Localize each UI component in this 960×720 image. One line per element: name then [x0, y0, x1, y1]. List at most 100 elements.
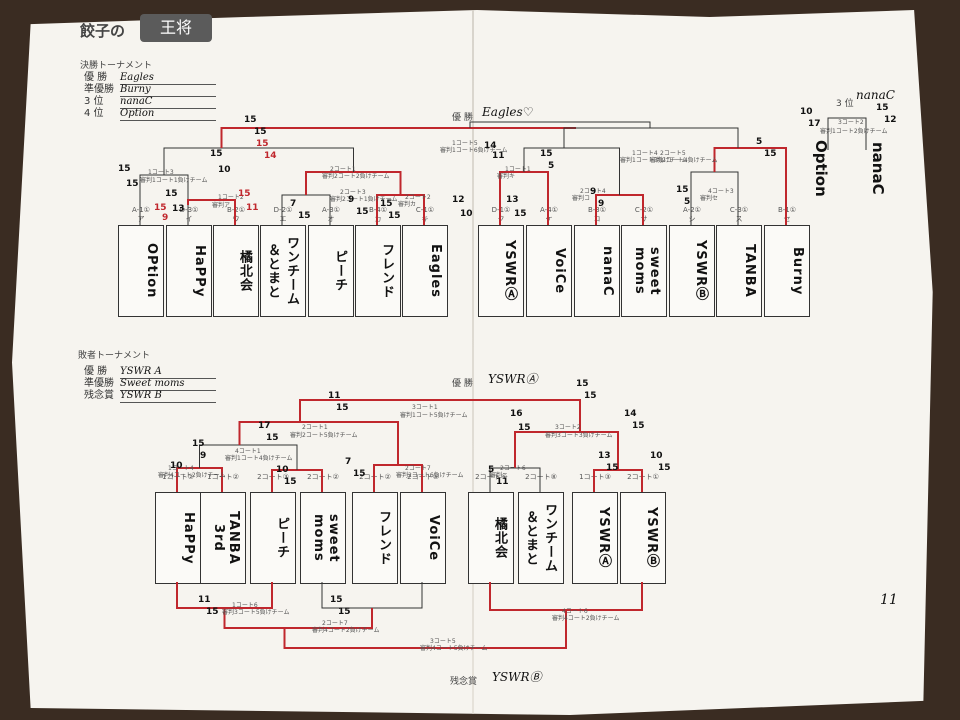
- consolation-score: 15: [658, 463, 671, 473]
- main-score: 15: [118, 164, 131, 174]
- main-team-name: Burny: [790, 246, 805, 296]
- main-score: 14: [484, 141, 497, 151]
- bracket-line: [593, 469, 643, 492]
- main-team-code: A-3① オ: [322, 206, 340, 223]
- main-score: 7: [290, 199, 297, 209]
- main-match-label: 審判2コート1負けチーム: [330, 196, 398, 203]
- main-match-label: 審判2コート4負けチーム: [650, 157, 718, 164]
- main-match-label: 審判2コート2負けチーム: [322, 173, 390, 180]
- main-score: 5: [548, 161, 555, 171]
- main-team-box: C-3① ス TANBA: [716, 206, 762, 317]
- main-score: 12: [452, 195, 465, 205]
- final-sub: 審判1コート6負けチーム: [440, 147, 508, 154]
- bracket-line: [563, 127, 739, 148]
- main-team-code: C-3① ス: [729, 206, 749, 223]
- main-score: 15: [514, 209, 527, 219]
- main-score: 13: [172, 204, 185, 214]
- main-score: 15: [764, 149, 777, 159]
- main-champion-label: 優 勝: [452, 113, 473, 123]
- main-match-label: 2コート4: [580, 188, 606, 195]
- consolation-team-name: YSWRⒷ: [644, 507, 659, 569]
- bracket-line: [523, 147, 620, 195]
- consolation-heading: 敗者トーナメント: [78, 351, 151, 361]
- consolation-team-name: HaPPy: [181, 511, 196, 565]
- bracket-line: [713, 147, 787, 225]
- main-score: 9: [348, 195, 355, 205]
- bracket-line: [187, 199, 236, 225]
- consolation-team-name: フレンド: [376, 510, 391, 566]
- main-match-label: 1コート4: [632, 150, 658, 157]
- main-score: 15: [256, 139, 269, 149]
- main-team-name: ワンチーム＆とまと: [265, 236, 299, 306]
- consolation-match-label: 3コート1: [412, 404, 438, 411]
- third-place-label: 3 位: [836, 99, 854, 109]
- main-match-label: 4コート3: [708, 188, 734, 195]
- booby-label: 残念賞: [450, 677, 478, 687]
- consolation-match-label: 1コート6: [232, 602, 258, 609]
- consolation-score: 15: [192, 439, 205, 449]
- consolation-score: 10: [170, 461, 183, 471]
- consolation-team-name: YSWRⒶ: [596, 507, 611, 569]
- consolation-score: 13: [598, 451, 611, 461]
- bracket-line: [223, 608, 373, 629]
- main-team-name: Eagles: [428, 244, 443, 298]
- consolation-match-label: 2コート1: [302, 424, 328, 431]
- consolation-match-label: 審判2コート6負けチーム: [396, 472, 464, 479]
- main-score: 15: [154, 203, 167, 213]
- bracket-line: [238, 421, 399, 465]
- main-score: 13: [506, 195, 519, 205]
- main-score: 15: [380, 199, 393, 209]
- main-team-name: nanaC: [600, 245, 615, 297]
- consolation-score: 17: [258, 421, 271, 431]
- consolation-team-name: ワンチーム＆とまと: [523, 503, 557, 573]
- consolation-champion-name: YSWRⒶ: [488, 372, 538, 386]
- main-score: 15: [244, 115, 257, 125]
- main-score: 17: [808, 119, 821, 129]
- main-match-label: 審判ア: [212, 202, 231, 209]
- main-team-name: sweet moms: [632, 246, 662, 296]
- main-team-code: D-2① エ: [273, 206, 293, 223]
- main-team-name: OPtion: [144, 243, 159, 299]
- consolation-match-label: 審判4コート2負けチーム: [312, 627, 380, 634]
- main-score: 5: [756, 137, 763, 147]
- consolation-score: 7: [345, 457, 352, 467]
- consolation-team-name: 橘北会: [492, 517, 507, 559]
- consolation-match-label: 4コート6: [562, 608, 588, 615]
- logo: 王将: [140, 14, 212, 42]
- main-team-name: TANBA: [742, 244, 757, 298]
- main-team-code: A-1① ア: [132, 206, 150, 223]
- consolation-score: 14: [624, 409, 637, 419]
- main-match-label: 1コート1: [505, 166, 531, 173]
- main-score: 15: [876, 103, 889, 113]
- main-team-name: フレンド: [379, 243, 394, 299]
- consolation-match-label: 3コート2: [555, 424, 581, 431]
- main-team-box: D-2① エワンチーム＆とまと: [260, 206, 306, 317]
- bracket-line: [283, 610, 567, 649]
- consolation-score: 11: [328, 391, 341, 401]
- third-match-label: 3コート2: [838, 119, 864, 126]
- main-score: 14: [264, 151, 277, 161]
- main-match-label: 2コート3: [340, 189, 366, 196]
- bracket-line: [299, 399, 581, 432]
- bracket-line: [220, 127, 576, 148]
- consolation-score: 11: [198, 595, 211, 605]
- consolation-score: 15: [336, 403, 349, 413]
- main-score: 11: [492, 151, 505, 161]
- main-match-label: 審判キ: [497, 173, 516, 180]
- main-match-label: 審判1コート1負けチーム: [140, 177, 208, 184]
- consolation-score: 11: [496, 477, 509, 487]
- consolation-match-label: 1コート4: [168, 465, 194, 472]
- bracket-line: [163, 147, 354, 175]
